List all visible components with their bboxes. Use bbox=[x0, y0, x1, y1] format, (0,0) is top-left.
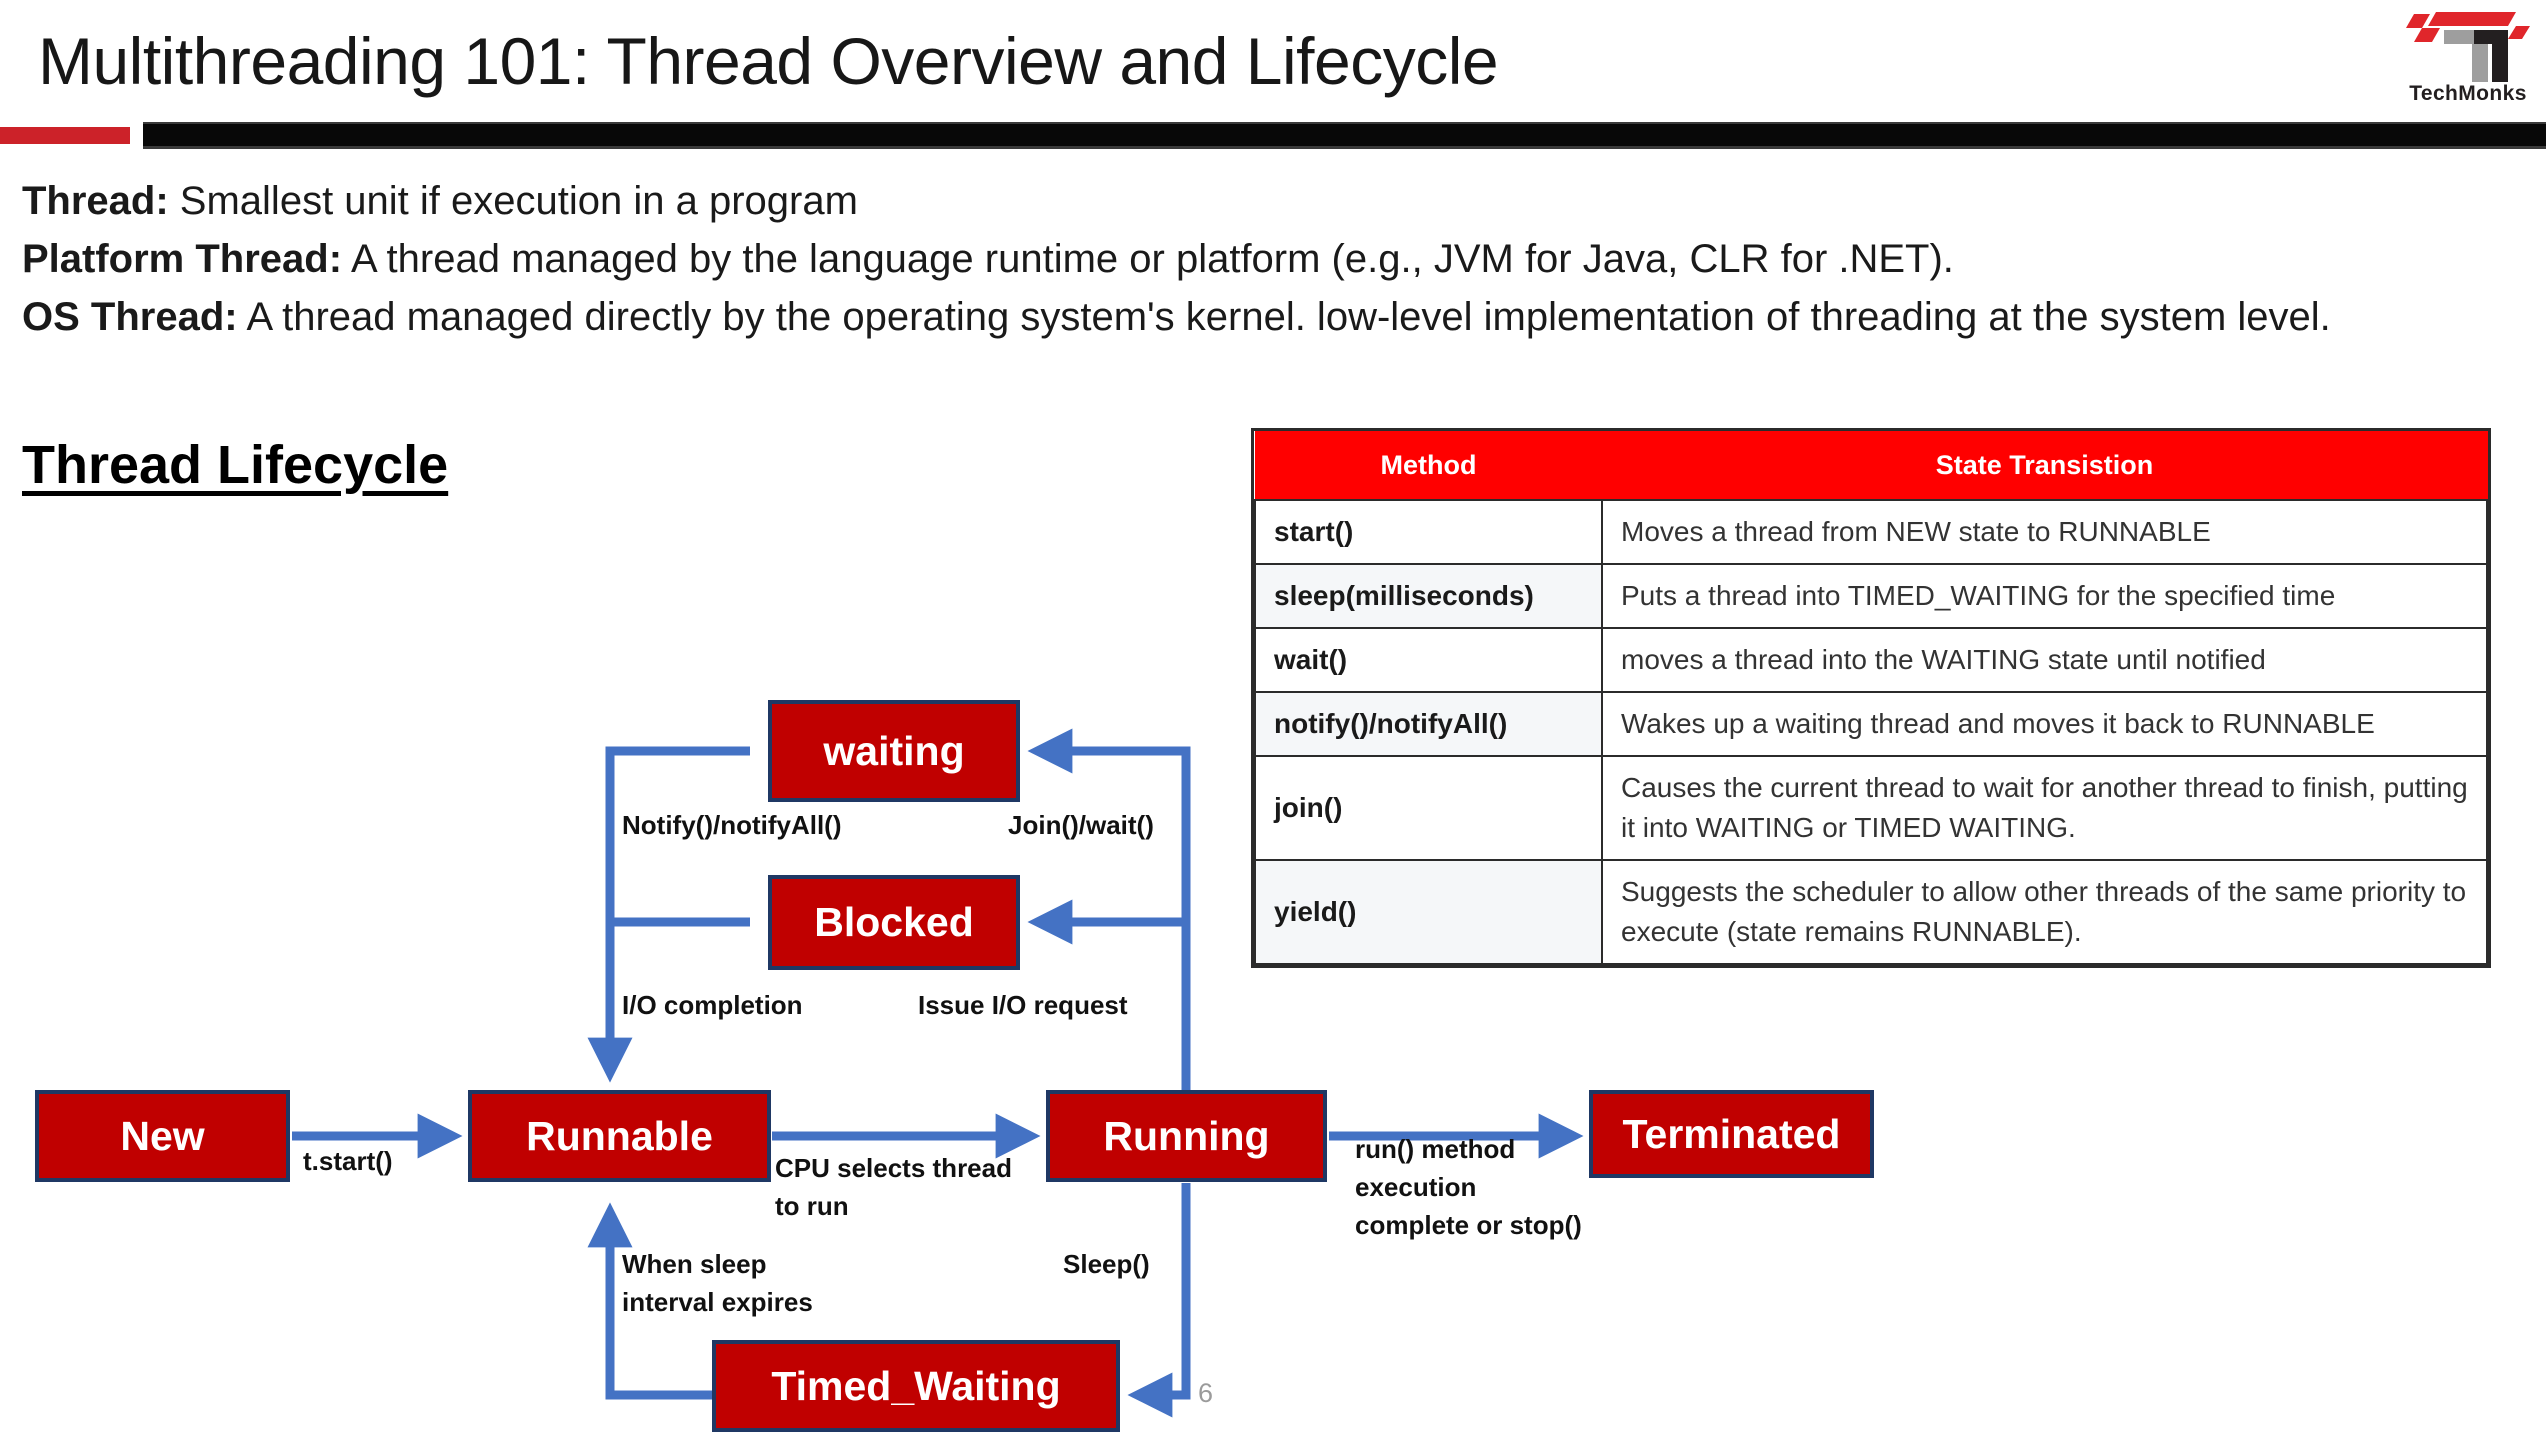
cell-transition: moves a thread into the WAITING state un… bbox=[1601, 627, 2488, 693]
edge-label-cpu-selects-thread: CPU selects thread to run bbox=[775, 1153, 1012, 1221]
table-row: sleep(milliseconds) Puts a thread into T… bbox=[1254, 563, 2488, 629]
techmonks-logo-icon bbox=[2396, 6, 2536, 114]
cell-transition: Moves a thread from NEW state to RUNNABL… bbox=[1601, 499, 2488, 565]
state-node-new[interactable]: New bbox=[35, 1090, 290, 1182]
page-number: 6 bbox=[1198, 1378, 1214, 1408]
table-row: start() Moves a thread from NEW state to… bbox=[1254, 499, 2488, 565]
state-node-terminated[interactable]: Terminated bbox=[1589, 1090, 1874, 1178]
cell-transition: Wakes up a waiting thread and moves it b… bbox=[1601, 691, 2488, 757]
edge-label-join-wait: Join()/wait() bbox=[1008, 810, 1154, 840]
cell-transition: Causes the current thread to wait for an… bbox=[1601, 755, 2488, 861]
state-node-runnable[interactable]: Runnable bbox=[468, 1090, 771, 1182]
intro-line-os-thread: OS Thread: A thread managed directly by … bbox=[22, 288, 2492, 346]
intro-line-thread: Thread: Smallest unit if execution in a … bbox=[22, 172, 2492, 230]
column-header-state-transition: State Transistion bbox=[1601, 431, 2488, 501]
edge-label-when-sleep-interval-expires: When sleep interval expires bbox=[622, 1249, 813, 1317]
cell-transition: Puts a thread into TIMED_WAITING for the… bbox=[1601, 563, 2488, 629]
header-rule-red bbox=[0, 127, 130, 144]
cell-method: start() bbox=[1254, 499, 1603, 565]
cell-method: sleep(milliseconds) bbox=[1254, 563, 1603, 629]
intro-label-thread: Thread: bbox=[22, 179, 169, 223]
state-node-timed-waiting[interactable]: Timed_Waiting bbox=[712, 1340, 1120, 1432]
cell-method: join() bbox=[1254, 755, 1603, 861]
intro-label-os-thread: OS Thread: bbox=[22, 295, 238, 339]
cell-method: notify()/notifyAll() bbox=[1254, 691, 1603, 757]
state-node-running[interactable]: Running bbox=[1046, 1090, 1327, 1182]
edge-label-t-start: t.start() bbox=[303, 1146, 393, 1176]
edge-label-io-completion: I/O completion bbox=[622, 990, 803, 1020]
cell-method: wait() bbox=[1254, 627, 1603, 693]
edge-label-notify: Notify()/notifyAll() bbox=[622, 810, 842, 840]
methods-table: Method State Transistion start() Moves a… bbox=[1251, 428, 2491, 968]
intro-line-platform-thread: Platform Thread: A thread managed by the… bbox=[22, 230, 2492, 288]
state-node-blocked[interactable]: Blocked bbox=[768, 875, 1020, 970]
logo-wordmark: TechMonks bbox=[2409, 82, 2527, 105]
intro-text-platform-thread: A thread managed by the language runtime… bbox=[342, 237, 1954, 281]
cell-transition: Suggests the scheduler to allow other th… bbox=[1601, 859, 2488, 965]
table-row: join() Causes the current thread to wait… bbox=[1254, 755, 2488, 861]
table-row: yield() Suggests the scheduler to allow … bbox=[1254, 859, 2488, 965]
column-header-method: Method bbox=[1254, 431, 1603, 501]
cell-method: yield() bbox=[1254, 859, 1603, 965]
edge-label-run-complete: run() method execution complete or stop(… bbox=[1355, 1134, 1582, 1240]
page-title: Multithreading 101: Thread Overview and … bbox=[38, 24, 1499, 98]
edge-label-issue-io-request: Issue I/O request bbox=[918, 990, 1128, 1020]
intro-text-os-thread: A thread managed directly by the operati… bbox=[237, 295, 2331, 339]
intro-text-thread: Smallest unit if execution in a program bbox=[168, 179, 858, 223]
edge-label-sleep: Sleep() bbox=[1063, 1249, 1150, 1279]
table-row: notify()/notifyAll() Wakes up a waiting … bbox=[1254, 691, 2488, 757]
section-heading-thread-lifecycle: Thread Lifecycle bbox=[22, 435, 449, 495]
intro-paragraph: Thread: Smallest unit if execution in a … bbox=[22, 172, 2492, 346]
state-node-waiting[interactable]: waiting bbox=[768, 700, 1020, 802]
table-row: wait() moves a thread into the WAITING s… bbox=[1254, 627, 2488, 693]
table-header-row: Method State Transistion bbox=[1254, 431, 2488, 501]
intro-label-platform-thread: Platform Thread: bbox=[22, 237, 343, 281]
header-rule-black bbox=[143, 124, 2546, 146]
